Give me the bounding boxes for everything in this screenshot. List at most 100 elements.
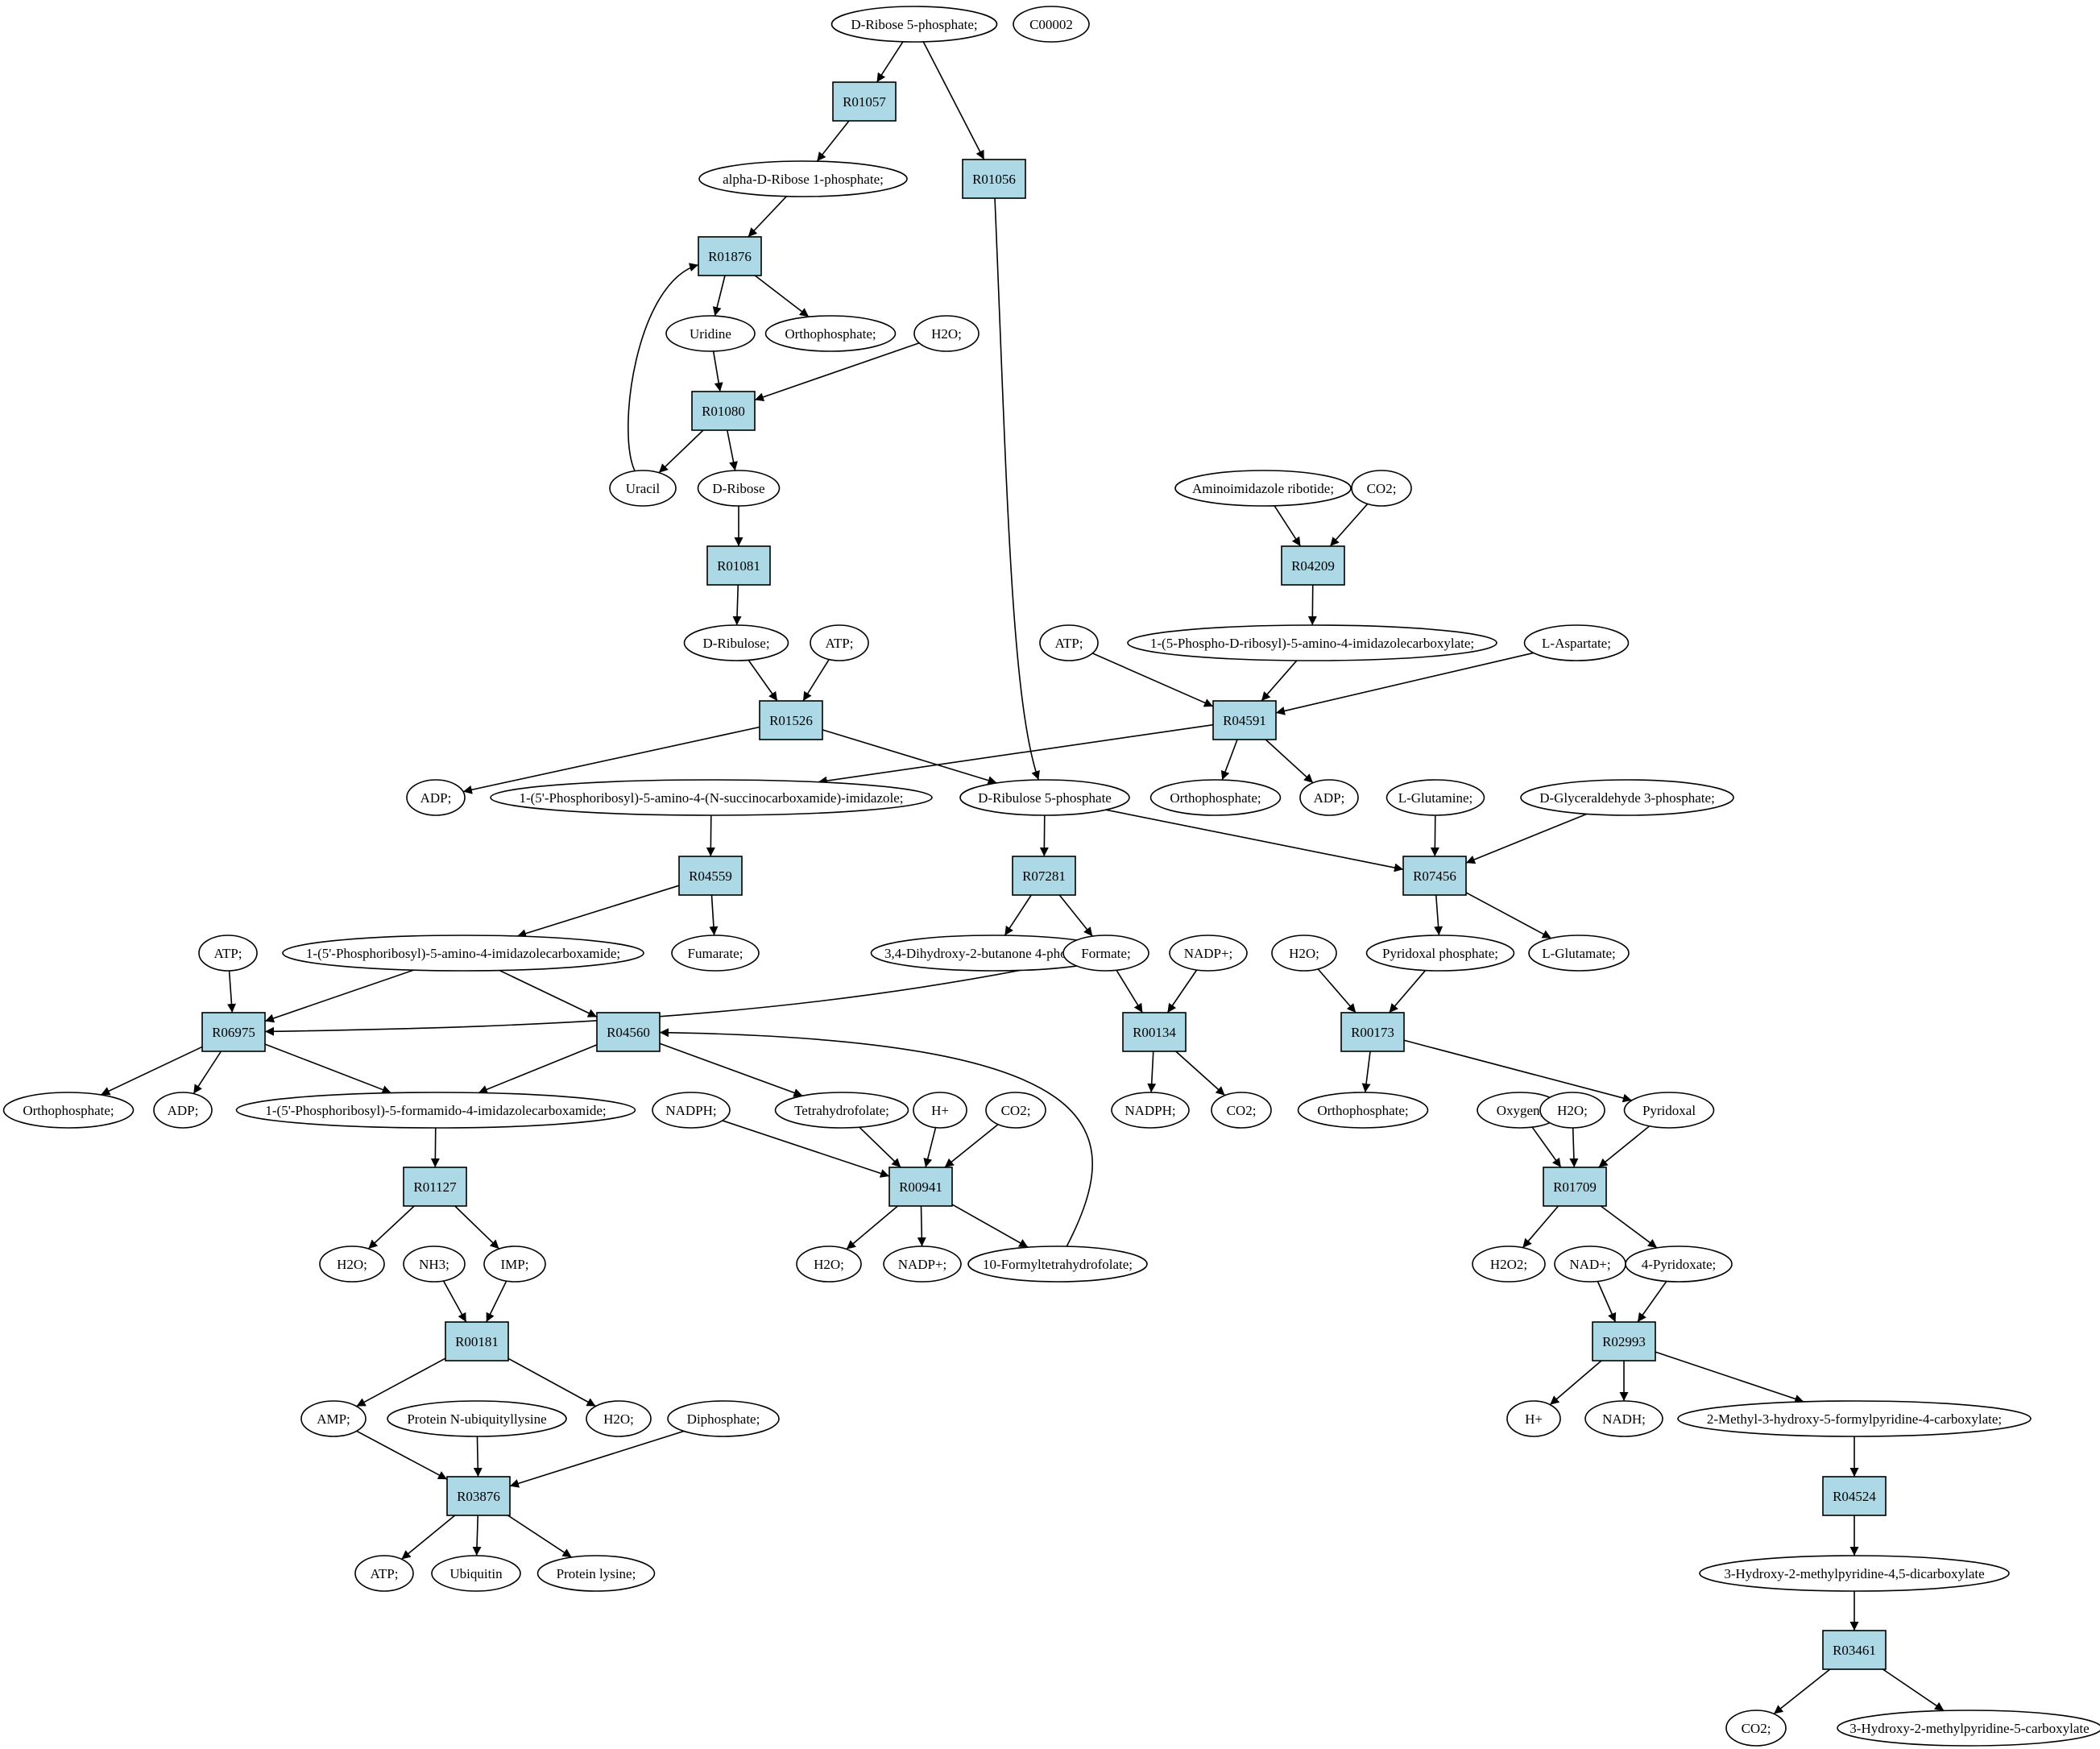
node-shape xyxy=(1062,935,1149,972)
reaction-node-r04524[interactable]: R04524 xyxy=(1822,1476,1887,1516)
metabolite-node-n-amp[interactable]: AMP; xyxy=(300,1400,367,1437)
metabolite-node-n-h2o4[interactable]: H2O; xyxy=(319,1245,385,1283)
reaction-node-r07281[interactable]: R07281 xyxy=(1012,856,1076,896)
metabolite-node-n-nh3[interactable]: NH3; xyxy=(403,1245,466,1283)
metabolite-node-n-atp4[interactable]: ATP; xyxy=(354,1555,414,1592)
metabolite-node-n-lglu[interactable]: L-Glutamate; xyxy=(1528,935,1630,972)
metabolite-node-n-co2b[interactable]: CO2; xyxy=(985,1092,1046,1129)
metabolite-node-n-dhbp[interactable]: 3,4-Dihydroxy-2-butanone 4-phosphate xyxy=(870,935,1116,972)
edge-r01081-to-n-dribulose xyxy=(732,584,742,626)
metabolite-node-n-thf[interactable]: Tetrahydrofolate; xyxy=(774,1092,909,1129)
metabolite-node-n-formate[interactable]: Formate; xyxy=(1062,935,1149,972)
metabolite-node-n-nad[interactable]: NAD+; xyxy=(1554,1245,1626,1283)
metabolite-node-n-h2o5[interactable]: H2O; xyxy=(796,1245,862,1283)
reaction-node-r00181[interactable]: R00181 xyxy=(445,1321,509,1361)
metabolite-node-n-ar1p[interactable]: alpha-D-Ribose 1-phosphate; xyxy=(698,160,908,197)
metabolite-node-n-atp1[interactable]: ATP; xyxy=(810,624,869,661)
reaction-node-r04559[interactable]: R04559 xyxy=(678,856,743,896)
metabolite-node-n-plp[interactable]: Pyridoxal phosphate; xyxy=(1365,935,1515,972)
metabolite-node-n-pi1[interactable]: Orthophosphate; xyxy=(764,315,897,352)
metabolite-node-n-lasp[interactable]: L-Aspartate; xyxy=(1523,624,1630,661)
edge-r07281-to-n-formate xyxy=(1058,894,1093,937)
node-shape xyxy=(1122,1012,1187,1052)
reaction-node-r01081[interactable]: R01081 xyxy=(706,545,771,586)
metabolite-node-n-uracil[interactable]: Uracil xyxy=(609,470,677,507)
reaction-node-r00173[interactable]: R00173 xyxy=(1340,1012,1405,1052)
metabolite-node-n-ppi[interactable]: Diphosphate; xyxy=(667,1400,780,1437)
reaction-node-r01057[interactable]: R01057 xyxy=(832,81,897,122)
reaction-node-r03876[interactable]: R03876 xyxy=(446,1476,511,1516)
metabolite-node-n-nadph2[interactable]: NADPH; xyxy=(1111,1092,1190,1129)
metabolite-node-n-atp2[interactable]: ATP; xyxy=(1039,624,1099,661)
node-label: NH3; xyxy=(419,1257,449,1272)
reaction-node-r00134[interactable]: R00134 xyxy=(1122,1012,1187,1052)
node-label: NAD+; xyxy=(1569,1257,1610,1272)
metabolite-node-n-h2o2[interactable]: H2O; xyxy=(1271,935,1337,972)
node-shape xyxy=(796,1245,862,1283)
metabolite-node-n-uridine[interactable]: Uridine xyxy=(665,315,756,352)
metabolite-node-n-pi4[interactable]: Orthophosphate; xyxy=(1297,1092,1429,1129)
metabolite-node-n-oxygen[interactable]: Oxygen; xyxy=(1477,1092,1564,1129)
reaction-node-r01056[interactable]: R01056 xyxy=(962,159,1026,199)
metabolite-node-n-pi2[interactable]: Orthophosphate; xyxy=(1149,779,1282,816)
reaction-node-r04209[interactable]: R04209 xyxy=(1281,545,1345,586)
reaction-node-r01876[interactable]: R01876 xyxy=(698,236,762,276)
metabolite-node-n-pi3[interactable]: Orthophosphate; xyxy=(2,1092,135,1129)
metabolite-node-n-nadp1[interactable]: NADP+; xyxy=(1169,935,1248,972)
metabolite-node-n-hmpc[interactable]: 3-Hydroxy-2-methylpyridine-5-carboxylate xyxy=(1837,1710,2100,1747)
reaction-node-r06975[interactable]: R06975 xyxy=(201,1012,266,1052)
reaction-node-r01080[interactable]: R01080 xyxy=(691,391,756,431)
metabolite-node-n-pnul[interactable]: Protein N-ubiquityllysine xyxy=(387,1400,567,1437)
metabolite-node-n-air[interactable]: Aminoimidazole ribotide; xyxy=(1174,470,1352,507)
node-label: R07281 xyxy=(1022,868,1066,884)
metabolite-node-n-fum[interactable]: Fumarate; xyxy=(671,935,760,972)
metabolite-node-n-adp3[interactable]: ADP; xyxy=(153,1092,213,1129)
reaction-node-r07456[interactable]: R07456 xyxy=(1402,856,1467,896)
metabolite-node-n-rib5p[interactable]: D-Ribose 5-phosphate; xyxy=(830,6,998,43)
metabolite-node-n-fthf[interactable]: 10-Formyltetrahydrofolate; xyxy=(967,1245,1148,1283)
reaction-node-r03461[interactable]: R03461 xyxy=(1822,1630,1887,1670)
reaction-node-r01709[interactable]: R01709 xyxy=(1543,1167,1607,1207)
metabolite-node-n-pyridoxal[interactable]: Pyridoxal xyxy=(1623,1092,1715,1129)
metabolite-node-n-nadh[interactable]: NADH; xyxy=(1584,1400,1663,1437)
reaction-node-r04560[interactable]: R04560 xyxy=(596,1012,661,1052)
metabolite-node-n-h2o2b[interactable]: H2O2; xyxy=(1472,1245,1546,1283)
metabolite-node-n-ubiq[interactable]: Ubiquitin xyxy=(431,1555,521,1592)
metabolite-node-n-saicar[interactable]: 1-(5'-Phosphoribosyl)-5-amino-4-(N-succi… xyxy=(490,779,933,816)
node-shape xyxy=(1543,1167,1607,1207)
metabolite-node-n-faicar[interactable]: 1-(5'-Phosphoribosyl)-5-formamido-4-imid… xyxy=(235,1092,636,1129)
metabolite-node-n-nadp2[interactable]: NADP+; xyxy=(883,1245,962,1283)
metabolite-node-n-plys[interactable]: Protein lysine; xyxy=(536,1555,656,1592)
metabolite-node-n-dribose[interactable]: D-Ribose xyxy=(697,470,781,507)
reaction-node-r01127[interactable]: R01127 xyxy=(403,1167,467,1207)
metabolite-node-n-adp1[interactable]: ADP; xyxy=(406,779,466,816)
metabolite-node-n-hplus1[interactable]: H+ xyxy=(913,1092,967,1129)
metabolite-node-n-h2o3[interactable]: H2O; xyxy=(1539,1092,1605,1129)
metabolite-node-n-atp3[interactable]: ATP; xyxy=(198,935,258,972)
metabolite-node-n-nadph1[interactable]: NADPH; xyxy=(652,1092,731,1129)
metabolite-node-n-hmpdc[interactable]: 3-Hydroxy-2-methylpyridine-4,5-dicarboxy… xyxy=(1699,1555,2010,1592)
node-shape xyxy=(832,81,897,122)
metabolite-node-n-h2o1[interactable]: H2O; xyxy=(913,315,980,352)
metabolite-node-n-co2d[interactable]: CO2; xyxy=(1725,1710,1787,1747)
metabolite-node-n-ru5p[interactable]: D-Ribulose 5-phosphate xyxy=(959,779,1130,816)
reaction-node-r04591[interactable]: R04591 xyxy=(1212,700,1277,740)
metabolite-node-n-h2o6[interactable]: H2O; xyxy=(586,1400,652,1437)
node-shape xyxy=(490,779,933,816)
reaction-node-r00941[interactable]: R00941 xyxy=(888,1167,953,1207)
metabolite-node-n-hplus2[interactable]: H+ xyxy=(1506,1400,1561,1437)
metabolite-node-n-aicar[interactable]: 1-(5'-Phosphoribosyl)-5-amino-4-imidazol… xyxy=(282,935,644,972)
reaction-node-r02993[interactable]: R02993 xyxy=(1592,1321,1656,1361)
metabolite-node-n-4pyr[interactable]: 4-Pyridoxate; xyxy=(1625,1245,1733,1283)
metabolite-node-n-lgln[interactable]: L-Glutamine; xyxy=(1386,779,1485,816)
metabolite-node-n-cair[interactable]: 1-(5-Phospho-D-ribosyl)-5-amino-4-imidaz… xyxy=(1127,624,1497,661)
metabolite-node-n-co2a[interactable]: CO2; xyxy=(1351,470,1412,507)
metabolite-node-n-mhfpc[interactable]: 2-Methyl-3-hydroxy-5-formylpyridine-4-ca… xyxy=(1677,1400,2032,1437)
metabolite-node-n-c00002[interactable]: C00002 xyxy=(1013,6,1090,43)
metabolite-node-n-imp[interactable]: IMP; xyxy=(483,1245,546,1283)
metabolite-node-n-co2c[interactable]: CO2; xyxy=(1211,1092,1272,1129)
reaction-node-r01526[interactable]: R01526 xyxy=(759,700,823,740)
metabolite-node-n-adp2[interactable]: ADP; xyxy=(1299,779,1359,816)
metabolite-node-n-dribulose[interactable]: D-Ribulose; xyxy=(683,624,789,661)
metabolite-node-n-g3p[interactable]: D-Glyceraldehyde 3-phosphate; xyxy=(1520,779,1734,816)
